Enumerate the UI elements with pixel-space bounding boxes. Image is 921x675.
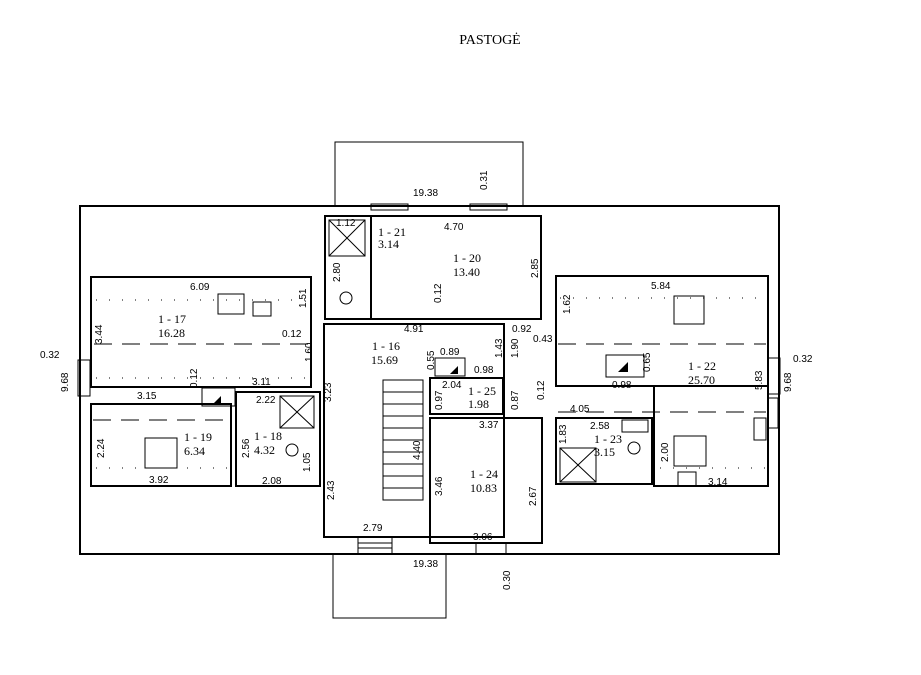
room-1-24-area: 10.83 <box>470 481 497 495</box>
dim-0-89: 0.89 <box>440 347 460 358</box>
dim-0-12-17: 0.12 <box>189 368 200 388</box>
dim-4-40: 4.40 <box>412 440 423 460</box>
dim-2-56: 2.56 <box>241 438 252 458</box>
room-1-25-wall <box>429 377 504 415</box>
room-1-19-id: 1 - 19 <box>184 430 212 444</box>
dim-0-87: 0.87 <box>510 390 521 410</box>
dim-0-98-small: 0.98 <box>474 365 494 376</box>
dimension-labels: 19.38 19.38 4.70 1.12 6.09 0.12 0.32 0.3… <box>40 188 813 570</box>
dim-2-58: 2.58 <box>590 421 610 432</box>
dim-1-62: 1.62 <box>562 294 573 314</box>
dim-1-90: 1.90 <box>510 338 521 358</box>
room-1-23-wall <box>555 417 653 485</box>
dim-3-11: 3.11 <box>252 377 271 388</box>
dim-4-70: 4.70 <box>444 222 464 233</box>
dim-3-92: 3.92 <box>149 475 169 486</box>
room-1-18-id: 1 - 18 <box>254 429 282 443</box>
room-1-21-area: 3.14 <box>378 237 399 251</box>
dim-5-84: 5.84 <box>651 281 671 292</box>
dim-0-30: 0.30 <box>502 570 513 590</box>
dim-5-83: 5.83 <box>754 370 765 390</box>
dim-0-98-right: 0.98 <box>612 380 632 391</box>
chimney-1-22 <box>605 354 645 378</box>
dim-0-32-right: 0.32 <box>793 354 813 365</box>
dim-3-06: 3.06 <box>473 532 493 543</box>
dim-3-15: 3.15 <box>137 391 157 402</box>
room-1-17-id: 1 - 17 <box>158 312 186 326</box>
dim-1-05: 1.05 <box>302 452 313 472</box>
dim-4-05: 4.05 <box>570 404 590 415</box>
chimney-1-17 <box>201 387 236 407</box>
room-1-16-area: 15.69 <box>371 353 398 367</box>
dim-3-44: 3.44 <box>94 324 105 344</box>
dim-0-55: 0.55 <box>426 350 437 370</box>
room-1-24-wall <box>429 417 543 544</box>
dim-2-85: 2.85 <box>530 258 541 278</box>
dim-2-00: 2.00 <box>660 442 671 462</box>
dim-19-38-bottom: 19.38 <box>413 559 438 570</box>
dim-0-12-20: 0.12 <box>433 283 444 303</box>
room-1-21-id: 1 - 21 <box>378 225 406 239</box>
dim-2-67: 2.67 <box>528 486 539 506</box>
room-1-18-wall <box>235 391 321 487</box>
room-1-21-wall <box>324 215 372 320</box>
room-1-20-id: 1 - 20 <box>453 251 481 265</box>
dim-19-38-top: 19.38 <box>413 188 438 199</box>
dim-0-12-24: 0.12 <box>536 380 547 400</box>
stairs <box>382 379 424 501</box>
room-1-23-id: 1 - 23 <box>594 432 622 446</box>
dim-1-12: 1.12 <box>336 218 356 229</box>
dim-6-09: 6.09 <box>190 282 210 293</box>
dim-3-46: 3.46 <box>434 476 445 496</box>
dim-0-43: 0.43 <box>533 334 553 345</box>
room-1-18-area: 4.32 <box>254 443 275 457</box>
room-1-22-id: 1 - 22 <box>688 359 716 373</box>
dim-0-92: 0.92 <box>512 324 532 335</box>
room-1-24-id: 1 - 24 <box>470 467 498 481</box>
room-1-17-wall <box>90 276 312 388</box>
dim-3-23: 3.23 <box>323 382 334 402</box>
room-1-22-wall <box>555 275 769 387</box>
room-1-17-area: 16.28 <box>158 326 185 340</box>
fixtures <box>144 219 767 487</box>
dim-3-37: 3.37 <box>479 420 499 431</box>
room-1-22-area: 25.70 <box>688 373 715 387</box>
dim-9-68-right: 9.68 <box>783 372 794 392</box>
top-dormer <box>334 141 524 207</box>
room-1-25-area: 1.98 <box>468 397 489 411</box>
room-1-16-wall <box>323 323 505 538</box>
dim-0-65: 0.65 <box>642 352 653 372</box>
dim-0-31: 0.31 <box>479 170 490 190</box>
dim-2-79: 2.79 <box>363 523 383 534</box>
dim-2-22: 2.22 <box>256 395 276 406</box>
dim-2-08: 2.08 <box>262 476 282 487</box>
vent-box <box>434 357 466 377</box>
room-1-25-id: 1 - 25 <box>468 384 496 398</box>
room-1-19-area: 6.34 <box>184 444 205 458</box>
room-1-16-id: 1 - 16 <box>372 339 400 353</box>
dim-4-91: 4.91 <box>404 324 424 335</box>
dim-1-43: 1.43 <box>494 338 505 358</box>
room-1-19-wall <box>90 403 232 487</box>
plan-title: PASTOGĖ <box>459 33 521 48</box>
dim-2-24: 2.24 <box>96 438 107 458</box>
vertical-dimension-labels: 0.31 0.30 2.85 0.12 0.12 0.12 2.80 1.51 … <box>60 170 794 590</box>
dim-9-68-left: 9.68 <box>60 372 71 392</box>
dim-1-51: 1.51 <box>298 288 309 308</box>
room-1-22-lower <box>653 385 769 487</box>
dim-2-80: 2.80 <box>332 262 343 282</box>
dim-0-12-left: 0.12 <box>282 329 302 340</box>
dim-1-83: 1.83 <box>558 424 569 444</box>
dim-3-14: 3.14 <box>708 477 728 488</box>
dim-0-32-left: 0.32 <box>40 350 60 361</box>
dim-2-43: 2.43 <box>326 480 337 500</box>
room-1-20-area: 13.40 <box>453 265 480 279</box>
dim-2-04: 2.04 <box>442 380 462 391</box>
dim-1-60: 1.60 <box>304 342 315 362</box>
dim-0-97: 0.97 <box>434 390 445 410</box>
room-1-23-area: 3.15 <box>594 445 615 459</box>
